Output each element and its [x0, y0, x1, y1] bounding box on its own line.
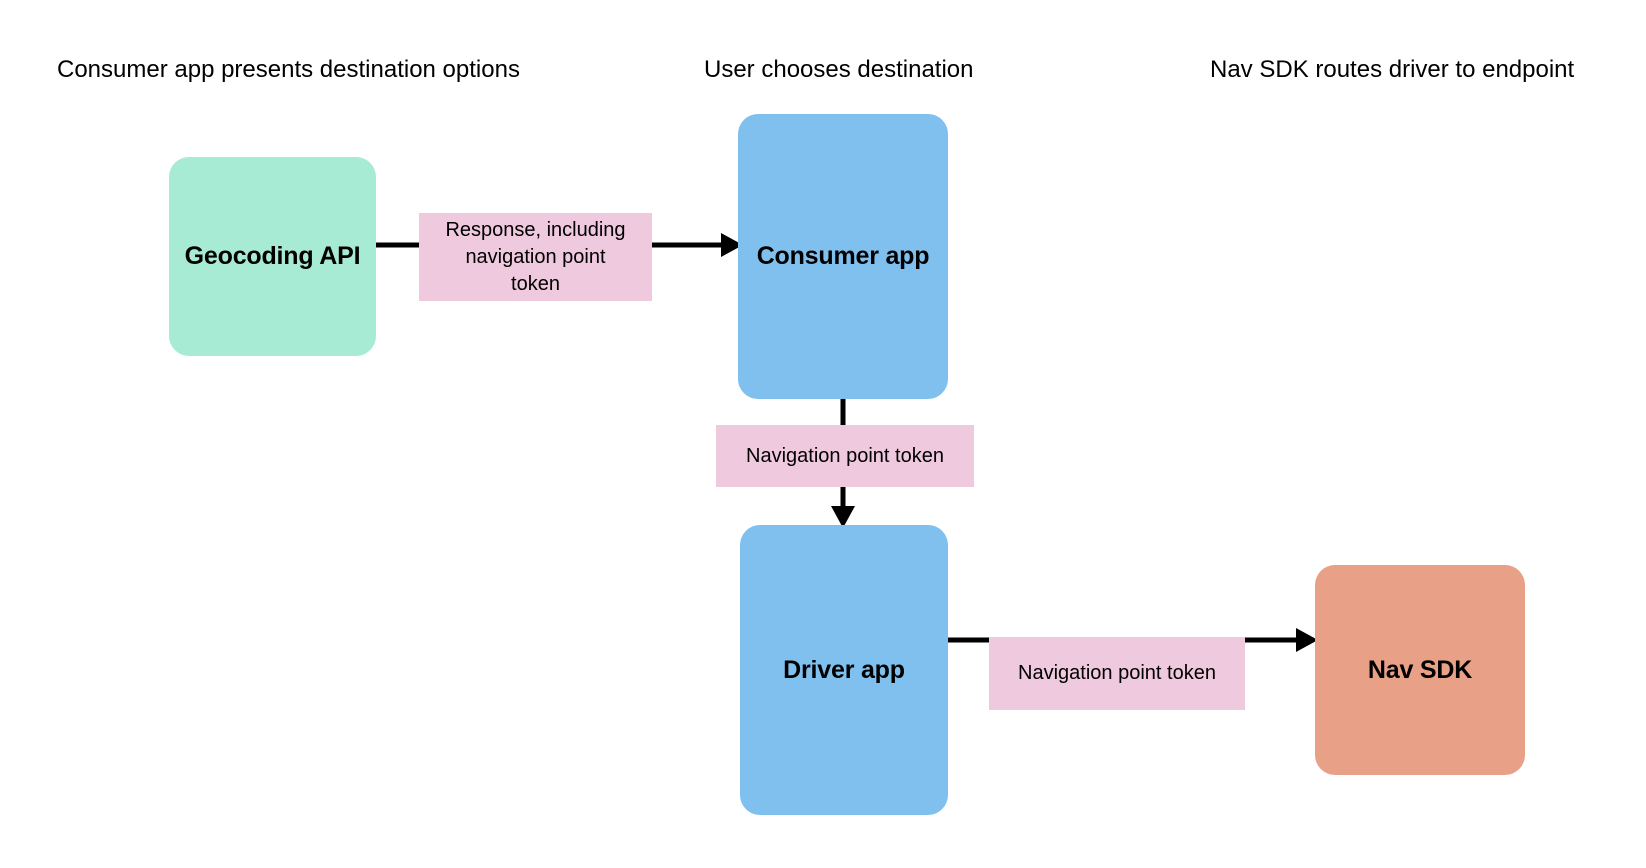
- edge-label-response-including-navigation-point-token: Response, including navigation point tok…: [419, 213, 652, 301]
- heading-nav-sdk-routes-driver-to-endpoint: Nav SDK routes driver to endpoint: [1210, 56, 1575, 83]
- edge-label-navigation-point-token-horizontal: Navigation point token: [989, 637, 1245, 710]
- edge-label-response-line1: Response, including: [445, 218, 626, 241]
- node-consumer-app[interactable]: Consumer app: [738, 114, 948, 399]
- node-geocoding-api-label: Geocoding API: [184, 242, 361, 270]
- node-nav-sdk[interactable]: Nav SDK: [1315, 565, 1525, 775]
- edge-label-response-line2: navigation point: [465, 245, 606, 268]
- heading-user-chooses-destination: User chooses destination: [704, 56, 974, 83]
- node-nav-sdk-label: Nav SDK: [1367, 655, 1473, 684]
- node-driver-app[interactable]: Driver app: [740, 525, 948, 815]
- edge-label-response-line3: token: [511, 272, 560, 295]
- node-driver-app-label: Driver app: [783, 655, 905, 684]
- edge-label-token-horizontal-text: Navigation point token: [1018, 662, 1216, 684]
- edge-label-navigation-point-token-vertical: Navigation point token: [716, 425, 974, 487]
- heading-consumer-app-presents-destination-options: Consumer app presents destination option…: [57, 56, 520, 83]
- edge-label-token-vertical-text: Navigation point token: [746, 444, 944, 467]
- node-consumer-app-label: Consumer app: [756, 242, 930, 270]
- node-geocoding-api[interactable]: Geocoding API: [169, 157, 376, 356]
